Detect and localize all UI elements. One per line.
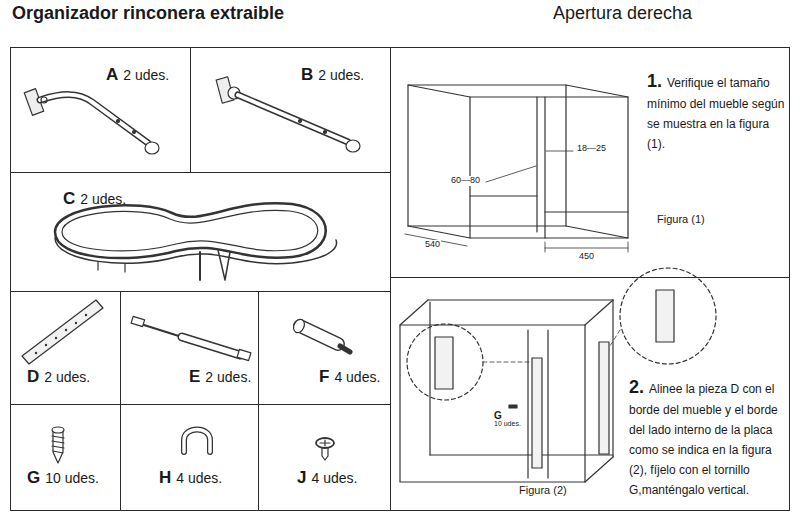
page-title: Organizador rinconera extraible [12, 4, 284, 24]
part-letter: B [301, 65, 313, 84]
part-cell: G 10 udes. [10, 404, 121, 511]
part-letter: G [494, 410, 502, 421]
text-group: 1.Verifique el tamaño mínimo del mueble … [647, 70, 785, 153]
quantity-text: 10 udes. [45, 470, 99, 486]
part-cell: A 2 udes. [10, 47, 191, 173]
step-text: Alinee la pieza D con el borde del muebl… [629, 382, 778, 497]
part-cell: C 2 udes. [10, 172, 391, 292]
part-cell: J 4 udes. [258, 404, 391, 511]
quantity-text: 4 udes. [334, 369, 380, 385]
text-group: H 4 udes. [159, 467, 222, 488]
quantity-text: 2 udes. [205, 369, 251, 385]
step-panel: 1.Verifique el tamaño mínimo del mueble … [390, 47, 790, 278]
text-group: G 10 udes. [27, 467, 99, 488]
text-group: F 4 udes. [319, 366, 380, 387]
quantity-text: 2 udes. [80, 191, 126, 207]
text-group: D 2 udes. [27, 366, 90, 387]
text-group: 2.Alinee la pieza D con el borde del mue… [629, 376, 781, 499]
step-number: 1. [647, 71, 662, 91]
quantity-text: 10 udes. [494, 420, 521, 428]
part-letter: H [159, 468, 171, 487]
part-letter: C [63, 189, 75, 208]
quantity-text: 2 udes. [44, 369, 90, 385]
text-group: B 2 udes. [301, 64, 364, 85]
text-group: A 2 udes. [106, 64, 169, 85]
quantity-text: 2 udes. [123, 67, 169, 83]
part-letter: G [27, 468, 40, 487]
text-group: E 2 udes. [189, 366, 251, 387]
dimension: 450 [578, 252, 595, 262]
part-cell: B 2 udes. [190, 47, 391, 173]
part-letter: E [189, 367, 200, 386]
part-cell: H 4 udes. [120, 404, 259, 511]
part-letter: F [319, 367, 329, 386]
part-letter: J [297, 468, 306, 487]
step-text: Verifique el tamaño mínimo del mueble se… [647, 76, 784, 151]
dimension: 60—80 [450, 176, 481, 186]
text-group: J 4 udes. [297, 467, 357, 488]
part-letter: A [106, 65, 118, 84]
part-cell: E 2 udes. [120, 291, 259, 405]
dimension: 540 [424, 240, 441, 250]
quantity-text: 4 udes. [311, 470, 357, 486]
quantity-text: 4 udes. [176, 470, 222, 486]
part-letter: D [27, 367, 39, 386]
dimension: 18—25 [576, 144, 607, 154]
step-panel: 2.Alinee la pieza D con el borde del mue… [390, 277, 790, 511]
step-number: 2. [629, 377, 644, 397]
text-group: C 2 udes. [63, 188, 126, 209]
subtitle: Apertura derecha [553, 4, 692, 24]
part-cell: D 2 udes. [10, 291, 121, 405]
figure-caption: Figura (2) [519, 484, 567, 496]
part-cell: F 4 udes. [258, 291, 391, 405]
quantity-text: 2 udes. [318, 67, 364, 83]
figure-caption: Figura (1) [657, 213, 705, 225]
